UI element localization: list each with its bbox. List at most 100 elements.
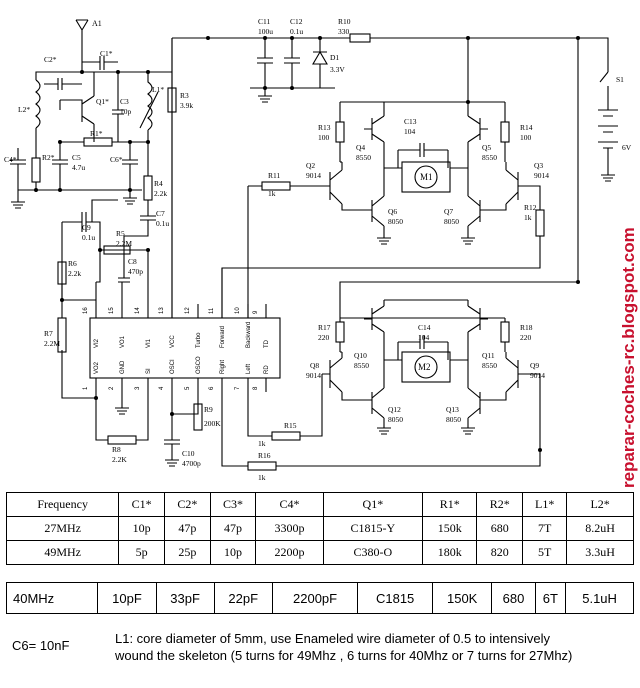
r13-value: 100 — [318, 133, 330, 142]
table-cell: 2200p — [255, 540, 324, 565]
q8-label: Q8 — [310, 361, 319, 370]
table-row: 49MHz 5p 25p 10p 2200p C380-O 180k 820 5… — [5, 540, 634, 565]
l1-note: L1: core diameter of 5mm, use Enameled w… — [115, 630, 635, 664]
table-cell: 25p — [163, 540, 211, 565]
ic-pin-number: 15 — [109, 307, 115, 314]
r7-label: R7 — [44, 329, 53, 338]
r5-value: 2.2M — [116, 239, 132, 248]
q9-label: Q9 — [530, 361, 539, 370]
c9-value: 0.1u — [82, 233, 95, 242]
r12-value: 1k — [524, 213, 532, 222]
q2-value: 9014 — [306, 171, 321, 180]
table-row: 40MHz 10pF 33pF 22pF 2200pF C1815 150K 6… — [5, 582, 634, 614]
table-header-cell: C1* — [118, 492, 165, 517]
m2-label: M2 — [418, 362, 431, 372]
r4-value: 2.2k — [154, 189, 167, 198]
l1-note-line1: L1: core diameter of 5mm, use Enameled w… — [115, 631, 550, 646]
d1-label: D1 — [330, 53, 339, 62]
ic-pin-number: 5 — [185, 386, 191, 390]
r15-label: R15 — [284, 421, 297, 430]
c14-value: 104 — [418, 333, 430, 342]
r2-label: R2* — [42, 153, 55, 162]
component-table: Frequency C1* C2* C3* C4* Q1* R1* R2* L1… — [5, 492, 634, 565]
r18-label: R18 — [520, 323, 533, 332]
table-header-cell: C3* — [209, 492, 257, 517]
r16-label: R16 — [258, 451, 271, 460]
r9-label: R9 — [204, 405, 213, 414]
table-cell: 33pF — [155, 582, 215, 614]
q3-label: Q3 — [534, 161, 543, 170]
q10-value: 8550 — [354, 361, 369, 370]
q4-label: Q4 — [356, 143, 365, 152]
c8-label: C8 — [128, 257, 137, 266]
r1-label: R1* — [90, 129, 103, 138]
table-cell: C380-O — [322, 540, 424, 565]
table-cell: 27MHz — [5, 516, 120, 541]
r5-label: R5 — [116, 229, 125, 238]
r11-label: R11 — [268, 171, 280, 180]
table-header-row: Frequency C1* C2* C3* C4* Q1* R1* R2* L1… — [5, 492, 634, 517]
q6-value: 8050 — [388, 217, 403, 226]
custom-values-table: 40MHz 10pF 33pF 22pF 2200pF C1815 150K 6… — [5, 582, 634, 614]
table-cell: 8.2uH — [566, 516, 634, 541]
table-cell: 680 — [491, 582, 536, 614]
r11-value: 1k — [268, 189, 276, 198]
table-cell: 5.1uH — [565, 582, 634, 614]
r12-label: R12 — [524, 203, 537, 212]
r15-resistor — [271, 431, 301, 441]
ic-pin-name: RD — [264, 365, 270, 374]
r16-resistor — [247, 461, 277, 471]
r16-value: 1k — [258, 473, 266, 482]
table-header-cell: Frequency — [5, 492, 120, 517]
d1-value: 3.3V — [330, 65, 345, 74]
ic-pin-name: VI2 — [94, 338, 100, 348]
c5-value: 4.7u — [72, 163, 85, 172]
battery-label: 6V — [622, 143, 632, 152]
table-header-cell: L1* — [522, 492, 568, 517]
r9-resistor — [193, 403, 203, 431]
table-row: 27MHz 10p 47p 47p 3300p C1815-Y 150k 680… — [5, 516, 634, 541]
ic-pin-name: TD — [264, 339, 270, 348]
l1-note-line2: wound the skeleton (5 turns for 49Mhz , … — [115, 648, 573, 663]
c7-label: C7 — [156, 209, 165, 218]
q10-label: Q10 — [354, 351, 367, 360]
r9-value: 200K — [204, 419, 221, 428]
c3-value: 10p — [120, 107, 132, 116]
ic-pin-number: 1 — [83, 386, 89, 390]
ic-pin-number: 2 — [109, 386, 115, 390]
c11-value: 100u — [258, 27, 273, 36]
r1-resistor — [83, 137, 113, 147]
r12-resistor — [535, 209, 545, 237]
r17-label: R17 — [318, 323, 331, 332]
watermark-text: reparar-coches-rc.blogspot.com — [619, 227, 638, 488]
c10-label: C10 — [182, 449, 195, 458]
c4-label: C4* — [4, 155, 17, 164]
ic-pin-number: 8 — [253, 386, 259, 390]
q3-value: 9014 — [534, 171, 549, 180]
table-header-cell: R1* — [422, 492, 478, 517]
c12-value: 0.1u — [290, 27, 303, 36]
table-header-cell: C2* — [163, 492, 211, 517]
c3-label: C3 — [120, 97, 129, 106]
q2-label: Q2 — [306, 161, 315, 170]
ic-pin-number: 4 — [159, 386, 165, 390]
rx2-ic — [89, 317, 281, 379]
ic-pin-number: 3 — [135, 386, 141, 390]
r8-resistor — [107, 435, 137, 445]
table-cell: 47p — [209, 516, 257, 541]
ic-pin-number: 13 — [159, 307, 165, 314]
r6-value: 2.2k — [68, 269, 81, 278]
c14-label: C14 — [418, 323, 431, 332]
ic-pin-name: VCC — [170, 335, 176, 348]
q1-label: Q1* — [96, 97, 109, 106]
r3-label: R3 — [180, 91, 189, 100]
r14-resistor — [500, 121, 510, 143]
ic-pin-name: OSCI — [170, 359, 176, 374]
table-cell: 49MHz — [5, 540, 120, 565]
q13-value: 8050 — [446, 415, 461, 424]
ic-pin-number: 12 — [185, 307, 191, 314]
r8-value: 2.2K — [112, 455, 127, 464]
table-cell: 6T — [534, 582, 567, 614]
table-cell: C1815-Y — [322, 516, 424, 541]
c7-value: 0.1u — [156, 219, 169, 228]
